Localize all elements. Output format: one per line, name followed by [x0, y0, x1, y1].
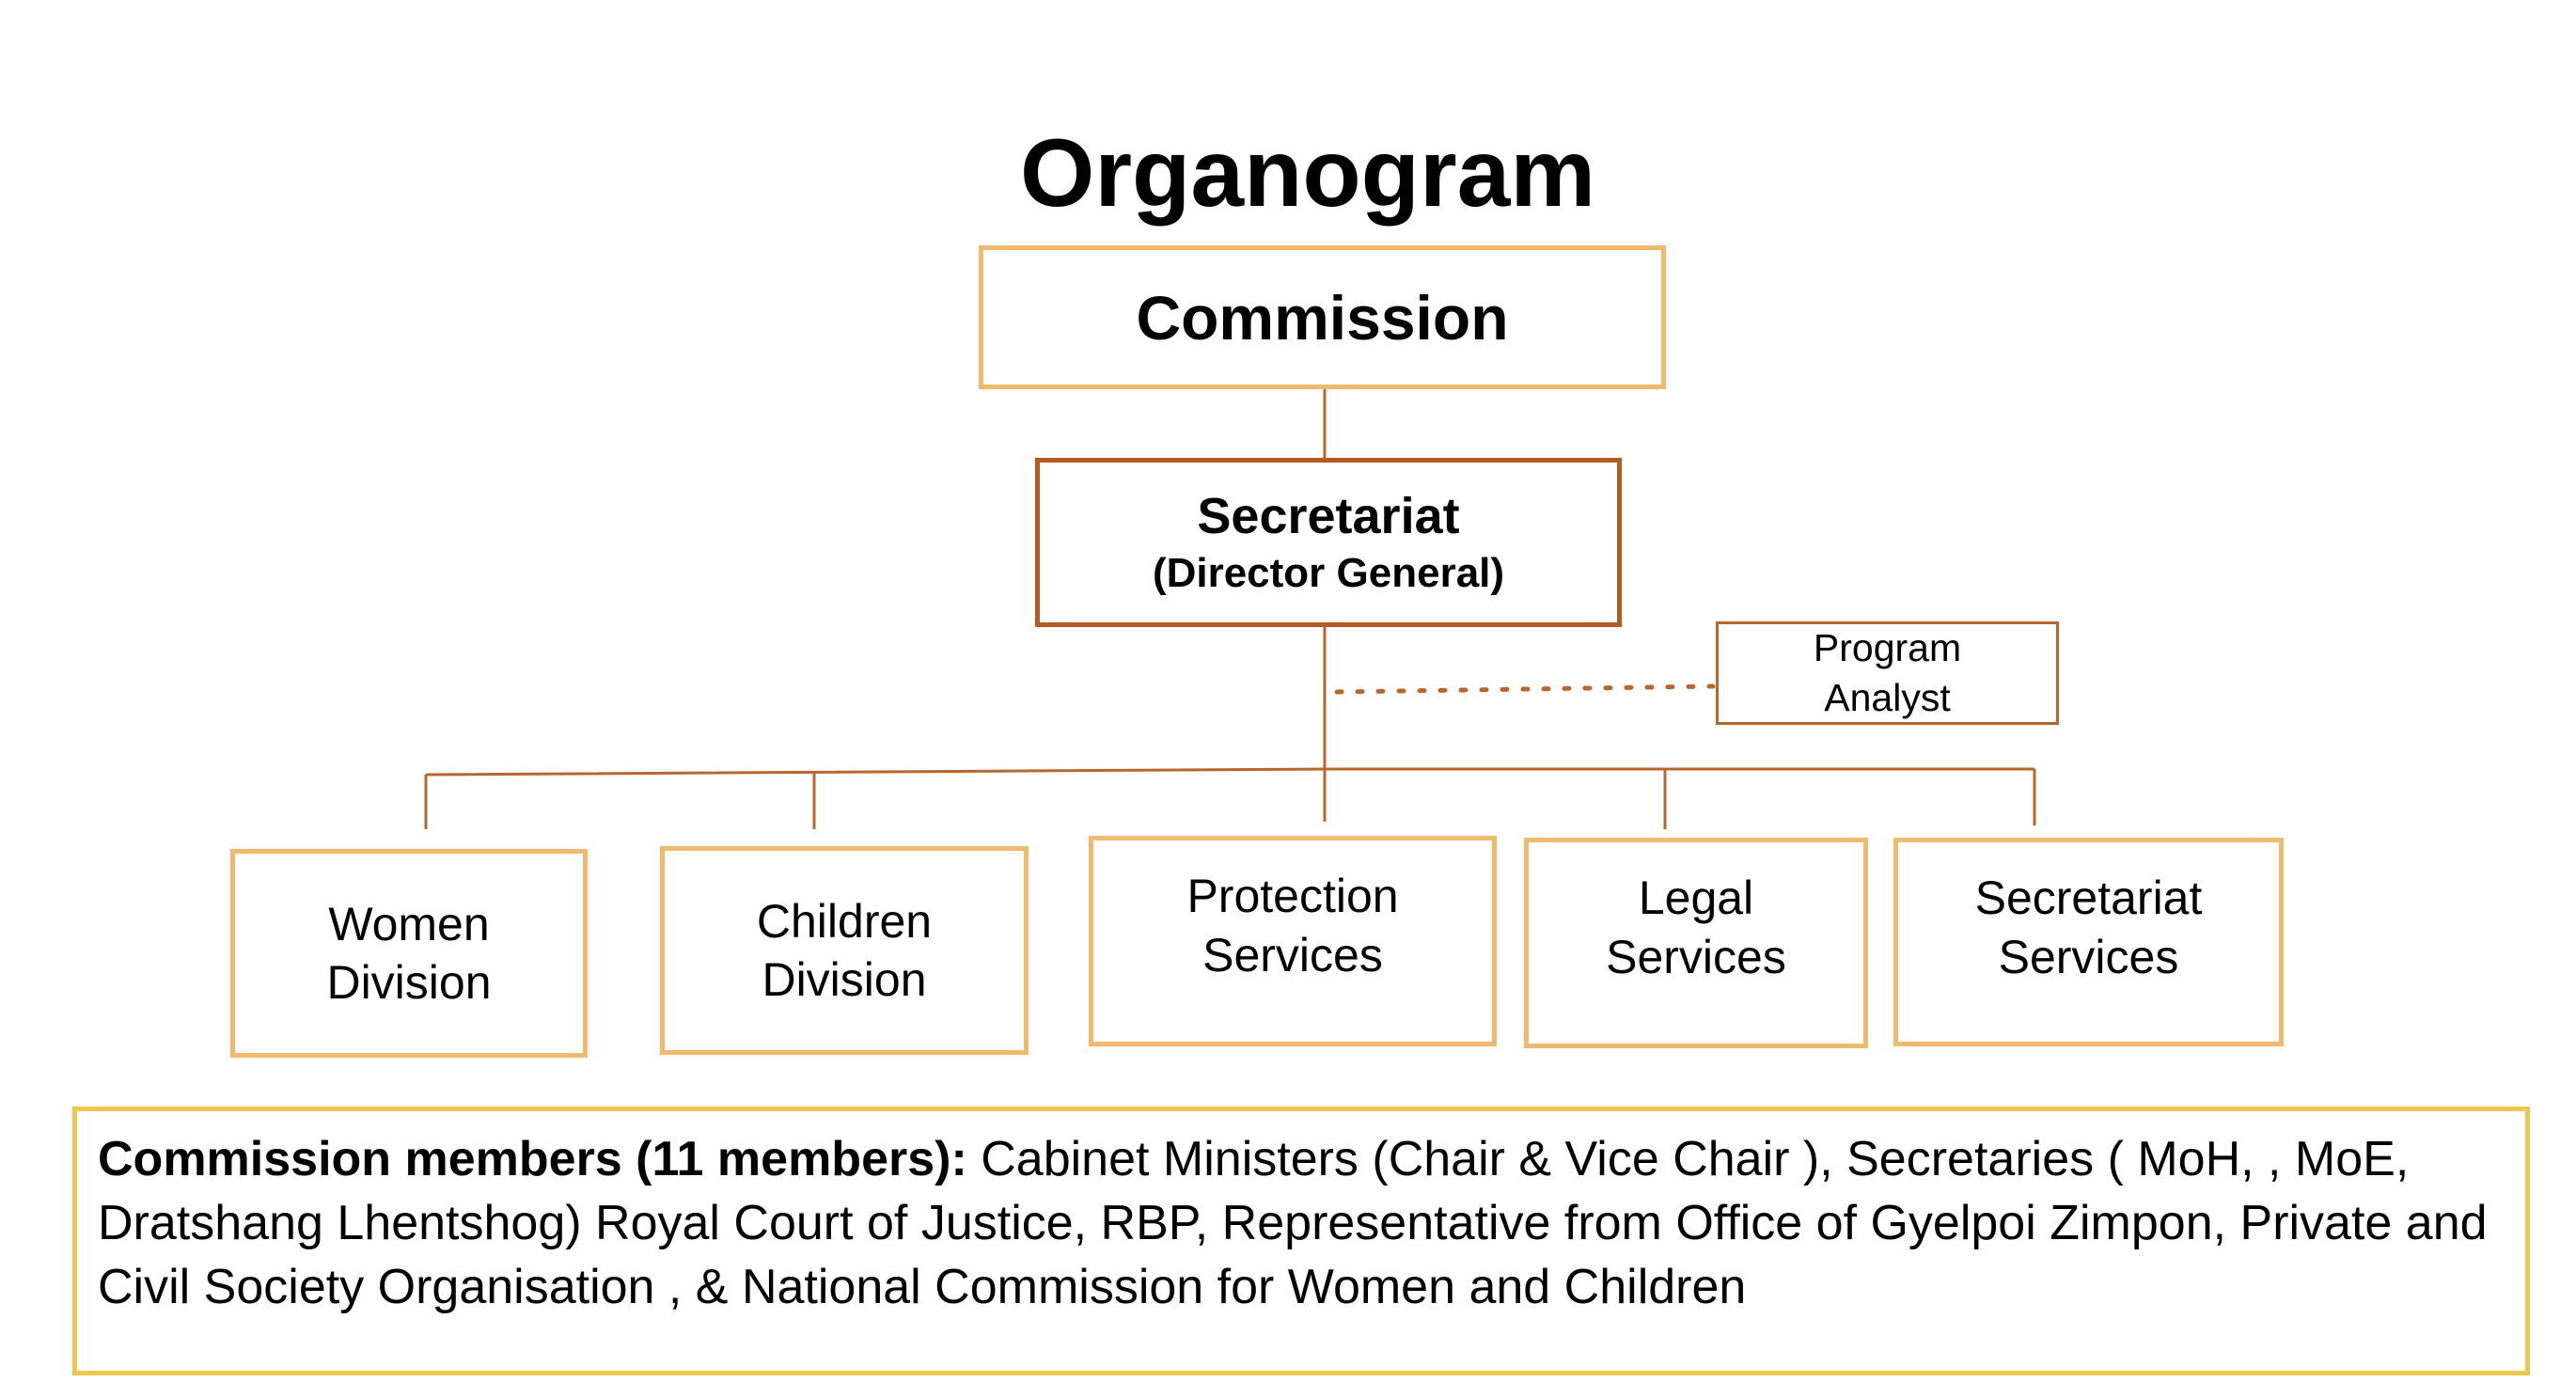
women-division-label-line1: Women [328, 897, 490, 950]
program-analyst-label-line1: Program [1813, 625, 1962, 669]
connector-horizontal-bar [425, 767, 2034, 777]
children-division-label-line2: Division [762, 953, 927, 1006]
protection-services-label-line2: Services [1202, 928, 1383, 982]
program-analyst-label-line2: Analyst [1824, 676, 1951, 719]
commission-box: Commission [979, 245, 1666, 389]
secretariat-services-label-line2: Services [1998, 930, 2179, 983]
secretariat-services-box: Secretariat Services [1893, 838, 2284, 1046]
program-analyst-box: Program Analyst [1716, 621, 2059, 725]
commission-label: Commission [1136, 282, 1509, 353]
secretariat-services-label-line1: Secretariat [1974, 872, 2203, 924]
children-division-label-line1: Children [756, 894, 933, 948]
women-division-box: Women Division [230, 849, 588, 1058]
children-division-box: Children Division [660, 846, 1029, 1055]
commission-members-heading: Commission members (11 members): [98, 1132, 967, 1186]
women-division-label-line2: Division [326, 956, 492, 1009]
legal-services-label-line2: Services [1606, 930, 1786, 983]
commission-members-note: Commission members (11 members): Cabinet… [72, 1107, 2530, 1375]
protection-services-label-line1: Protection [1186, 870, 1399, 922]
protection-services-box: Protection Services [1089, 836, 1497, 1046]
legal-services-label-line1: Legal [1638, 872, 1754, 924]
connector-program-analyst-dotted [1334, 683, 1716, 695]
commission-members-text: Cabinet Ministers (Chair & Vice Chair ),… [98, 1132, 2488, 1314]
secretariat-sublabel: (Director General) [1152, 549, 1505, 596]
legal-services-box: Legal Services [1524, 838, 1868, 1048]
page-title: Organogram [1020, 119, 1596, 227]
secretariat-label: Secretariat [1197, 488, 1460, 545]
secretariat-box: Secretariat (Director General) [1035, 458, 1622, 627]
